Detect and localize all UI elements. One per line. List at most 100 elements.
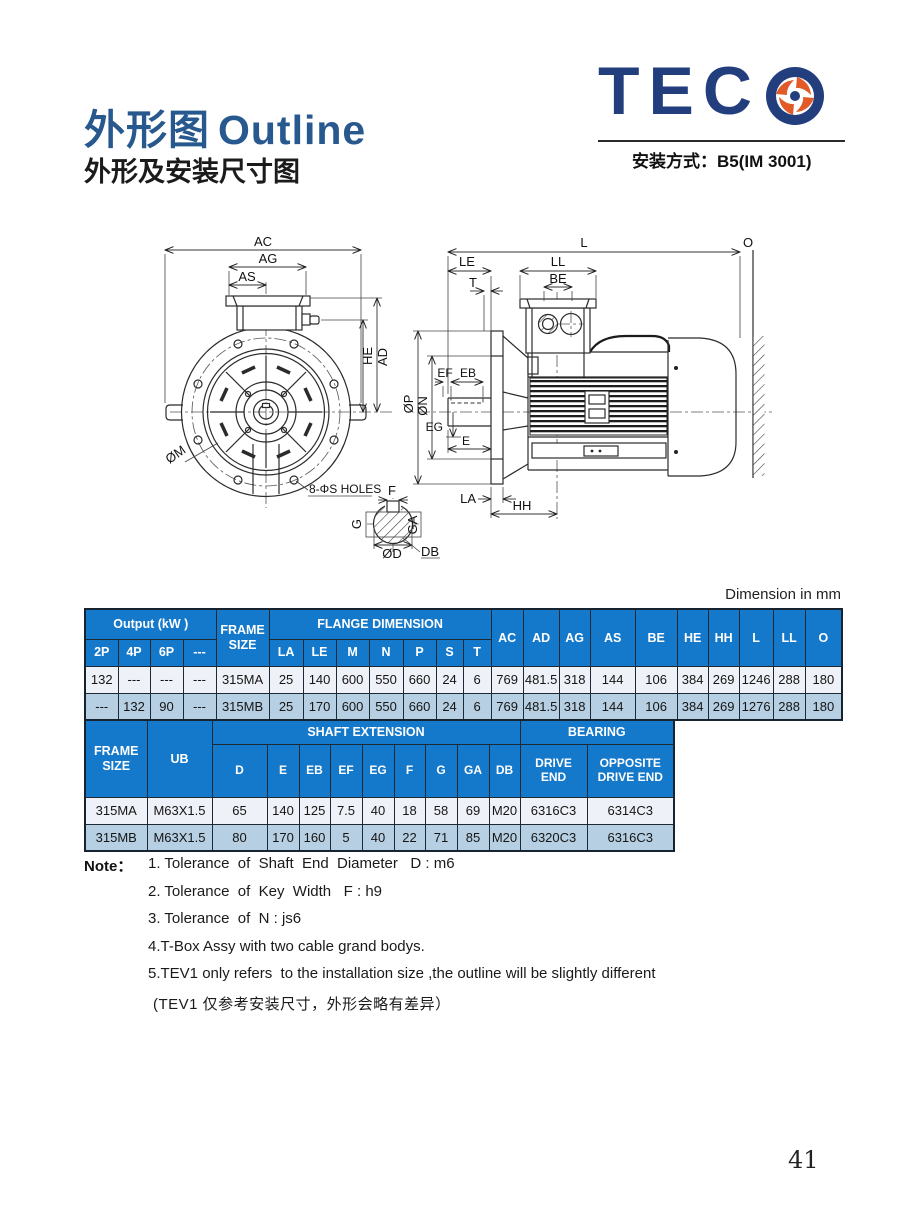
header-cell: S xyxy=(435,638,464,667)
data-cell: 144 xyxy=(589,692,636,721)
data-cell: M63X1.5 xyxy=(146,796,213,825)
note-item: 4.T-Box Assy with two cable grand bodys. xyxy=(148,937,425,955)
data-cell: 18 xyxy=(393,796,426,825)
data-cell: --- xyxy=(117,665,151,694)
data-cell: M20 xyxy=(488,796,521,825)
header-cell: EF xyxy=(329,743,363,798)
data-cell: 106 xyxy=(634,692,678,721)
header-cell: P xyxy=(402,638,437,667)
page-title-en: Outline xyxy=(218,107,367,153)
data-cell: 1246 xyxy=(738,665,774,694)
data-cell: 481.5 xyxy=(522,665,560,694)
outline-drawing: AC AG AS HE AD ØM 8-ΦS HOLES xyxy=(80,230,840,570)
dim-label-phi-p: ØP xyxy=(401,395,416,414)
data-cell: 6314C3 xyxy=(586,796,675,825)
header-cell: HH xyxy=(707,608,740,667)
data-cell: 160 xyxy=(298,823,331,852)
header-cell: HE xyxy=(676,608,709,667)
dim-label-ag: AG xyxy=(259,251,278,266)
header-cell: LE xyxy=(302,638,337,667)
header-frame-size: FRAME SIZE xyxy=(84,719,148,798)
front-view: AC AG AS HE AD ØM 8-ΦS HOLES xyxy=(163,234,394,508)
page-number: 41 xyxy=(788,1146,819,1174)
data-cell: 600 xyxy=(335,692,370,721)
header-cell: EB xyxy=(298,743,331,798)
data-cell: 318 xyxy=(558,665,591,694)
header-cell: LL xyxy=(772,608,806,667)
data-cell: 1276 xyxy=(738,692,774,721)
data-cell: 180 xyxy=(804,692,843,721)
flange-dimension-table: Output (kW ) FRAME SIZE FLANGE DIMENSION… xyxy=(84,608,844,721)
note-item: 3. Tolerance of N : js6 xyxy=(148,910,302,927)
data-cell: 384 xyxy=(676,692,709,721)
data-cell: 40 xyxy=(361,796,395,825)
data-cell: 144 xyxy=(589,665,636,694)
dim-label-he: HE xyxy=(360,347,375,365)
header-cell: 6P xyxy=(149,638,184,667)
dim-label-l: L xyxy=(580,235,587,250)
data-cell: 660 xyxy=(402,692,437,721)
dim-label-ga: GA xyxy=(405,515,420,534)
dim-label-as: AS xyxy=(238,269,256,284)
header-cell: L xyxy=(738,608,774,667)
header-cell: OPPOSITE DRIVE END xyxy=(586,743,675,798)
dim-label-phi-n: ØN xyxy=(415,396,430,416)
dimension-unit-note: Dimension in mm xyxy=(725,586,841,603)
dim-label-hh: HH xyxy=(513,498,532,513)
terminal-box-side xyxy=(519,298,597,377)
dim-label-f: F xyxy=(388,483,396,498)
header-cell: F xyxy=(393,743,426,798)
data-cell: 69 xyxy=(456,796,490,825)
data-cell: --- xyxy=(84,692,119,721)
data-cell: 318 xyxy=(558,692,591,721)
data-cell: 6 xyxy=(462,692,492,721)
data-cell: 769 xyxy=(490,665,524,694)
header-cell: EG xyxy=(361,743,395,798)
data-cell: 384 xyxy=(676,665,709,694)
data-cell: 22 xyxy=(393,823,426,852)
header-cell: D xyxy=(211,743,268,798)
data-cell: 106 xyxy=(634,665,678,694)
data-cell: 6320C3 xyxy=(519,823,588,852)
header-cell: LA xyxy=(268,638,304,667)
dim-label-le: LE xyxy=(459,254,475,269)
dim-label-g: G xyxy=(349,519,364,529)
data-cell: 269 xyxy=(707,692,740,721)
data-cell: --- xyxy=(182,692,217,721)
data-cell: 71 xyxy=(424,823,458,852)
data-cell: 660 xyxy=(402,665,437,694)
header-cell: --- xyxy=(182,638,217,667)
header-cell: AS xyxy=(589,608,636,667)
header-ub: UB xyxy=(146,719,213,798)
dim-label-e: E xyxy=(462,434,470,448)
data-cell: 288 xyxy=(772,665,806,694)
header-cell: BE xyxy=(634,608,678,667)
data-cell: 170 xyxy=(266,823,300,852)
data-cell: 315MA xyxy=(84,796,148,825)
data-cell: 40 xyxy=(361,823,395,852)
header-frame-size: FRAME SIZE xyxy=(215,608,270,667)
data-cell: 6 xyxy=(462,665,492,694)
shaft-bearing-table: FRAME SIZE UB SHAFT EXTENSION BEARING D … xyxy=(84,719,675,852)
page-subtitle: 外形及安装尺寸图 xyxy=(84,157,300,187)
header-cell: M xyxy=(335,638,370,667)
data-cell: 6316C3 xyxy=(519,796,588,825)
header-bearing: BEARING xyxy=(519,719,675,745)
header-cell: G xyxy=(424,743,458,798)
data-cell: 288 xyxy=(772,692,806,721)
header-shaft-extension: SHAFT EXTENSION xyxy=(211,719,521,745)
dim-label-o: O xyxy=(743,235,753,250)
header-divider xyxy=(598,140,845,142)
dim-label-ad: AD xyxy=(375,348,390,366)
header-output: Output (kW ) xyxy=(84,608,217,640)
data-cell: 769 xyxy=(490,692,524,721)
data-cell: 550 xyxy=(368,665,404,694)
header-cell: 2P xyxy=(84,638,119,667)
data-cell: 24 xyxy=(435,692,464,721)
dim-label-la: LA xyxy=(460,491,476,506)
note-item: 5.TEV1 only refers to the installation s… xyxy=(148,965,656,982)
